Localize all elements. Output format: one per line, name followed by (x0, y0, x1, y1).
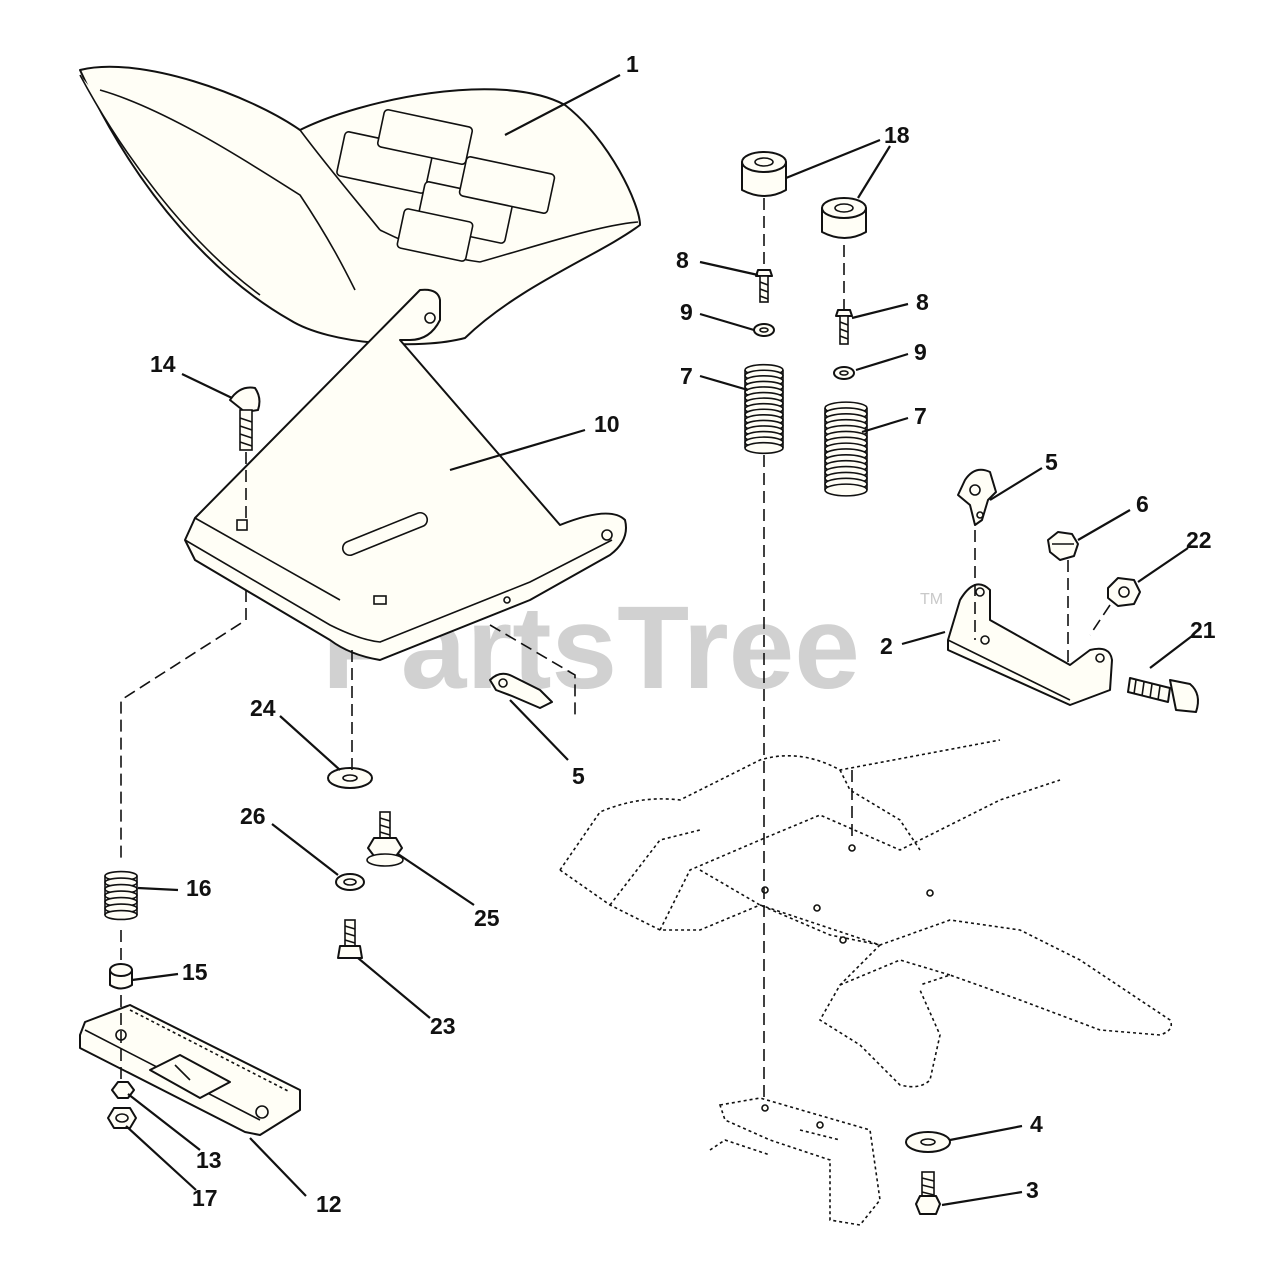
spring-outline (744, 370, 784, 448)
callout-9[interactable]: 9 (680, 299, 693, 325)
washer-9b-part[interactable] (833, 366, 855, 380)
callout-5[interactable]: 5 (572, 763, 585, 789)
callout-labels: 1 18 8 8 9 9 7 7 14 10 5 6 22 2 21 24 5 … (150, 51, 1216, 1217)
leader-lines (125, 74, 1193, 1207)
washer-9a-part[interactable] (753, 323, 775, 337)
callout-14[interactable]: 14 (150, 351, 176, 377)
callout-9[interactable]: 9 (914, 339, 927, 365)
spring-outline (824, 408, 868, 490)
callout-17[interactable]: 17 (192, 1185, 218, 1211)
lock-washer-26-part[interactable] (335, 873, 365, 891)
callout-7[interactable]: 7 (680, 363, 693, 389)
spring-outline (104, 876, 138, 915)
callout-12[interactable]: 12 (316, 1191, 342, 1217)
bumper-18b-part[interactable] (821, 197, 867, 239)
callout-10[interactable]: 10 (594, 411, 620, 437)
bracket-2-part[interactable] (947, 583, 1113, 706)
spring-coil (744, 441, 784, 455)
assembly-lines (120, 198, 1111, 1100)
bolt-8a-part[interactable] (755, 269, 773, 303)
nut-22-part[interactable] (1107, 577, 1141, 607)
spring-coil (824, 483, 868, 497)
bolt-8b-part[interactable] (835, 309, 853, 345)
callout-3[interactable]: 3 (1026, 1177, 1039, 1203)
callout-5[interactable]: 5 (1045, 449, 1058, 475)
spring-7a-part[interactable] (744, 363, 784, 455)
spring-coil (104, 909, 138, 921)
spring-7b-part[interactable] (824, 401, 868, 497)
callout-21[interactable]: 21 (1190, 617, 1216, 643)
slide-rail-12-part[interactable] (79, 1004, 301, 1136)
callout-16[interactable]: 16 (186, 875, 212, 901)
callout-2[interactable]: 2 (880, 633, 893, 659)
callout-7[interactable]: 7 (914, 403, 927, 429)
washer-4-part[interactable] (905, 1131, 951, 1153)
callout-1[interactable]: 1 (626, 51, 639, 77)
callout-15[interactable]: 15 (182, 959, 208, 985)
nut-6-part[interactable] (1047, 531, 1079, 561)
callout-23[interactable]: 23 (430, 1013, 456, 1039)
bumper-18a-part[interactable] (741, 151, 787, 197)
callout-24[interactable]: 24 (250, 695, 276, 721)
callout-6[interactable]: 6 (1136, 491, 1149, 517)
carriage-bolt-part[interactable] (229, 386, 261, 451)
bolt-23-part[interactable] (337, 919, 363, 959)
latch-5a-part[interactable] (957, 468, 997, 526)
callout-8[interactable]: 8 (916, 289, 929, 315)
callout-13[interactable]: 13 (196, 1147, 222, 1173)
callout-18[interactable]: 18 (884, 122, 910, 148)
spring-16-part[interactable] (104, 870, 138, 921)
watermark-trademark: TM (920, 591, 943, 608)
tractor-frame-reference (559, 739, 1173, 1226)
seat-part[interactable] (79, 65, 641, 346)
callout-4[interactable]: 4 (1030, 1111, 1043, 1137)
spacer-15-part[interactable] (109, 963, 133, 990)
latch-5b-part[interactable] (489, 672, 553, 709)
nut-17-part[interactable] (107, 1107, 137, 1129)
callout-8[interactable]: 8 (676, 247, 689, 273)
bolt-3-part[interactable] (915, 1171, 941, 1215)
callout-25[interactable]: 25 (474, 905, 500, 931)
washer-24-part[interactable] (327, 767, 373, 789)
callout-26[interactable]: 26 (240, 803, 266, 829)
callout-22[interactable]: 22 (1186, 527, 1212, 553)
shoulder-bolt-21-part[interactable] (1127, 677, 1199, 713)
seat-pan-part[interactable] (184, 288, 627, 661)
flange-bolt-25-part[interactable] (366, 811, 404, 867)
